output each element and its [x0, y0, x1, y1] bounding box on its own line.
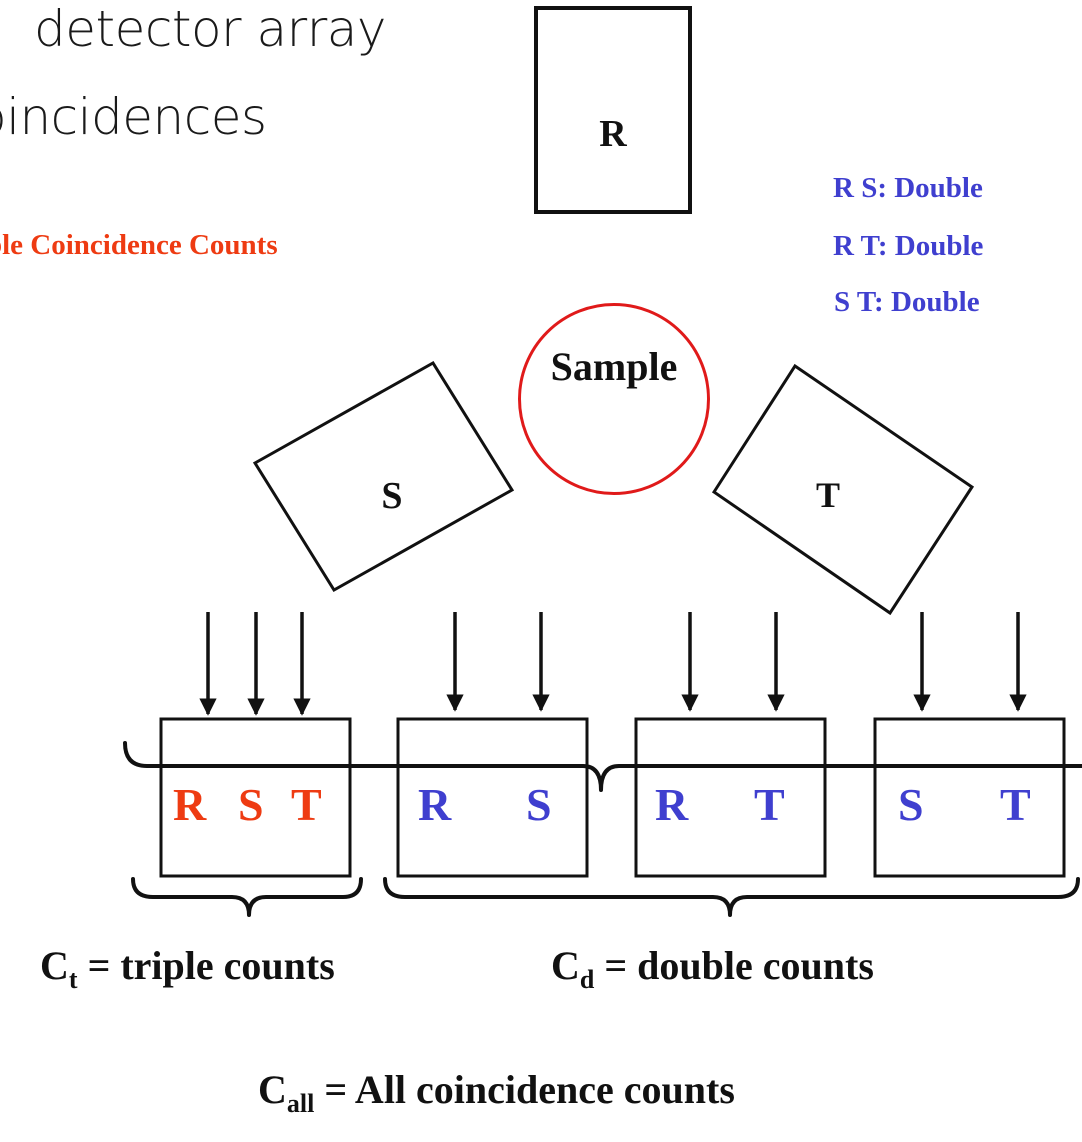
double-legend-rt: R T: Double	[833, 230, 984, 262]
box-rs	[396, 717, 589, 878]
box-rt-label-r: R	[655, 779, 689, 830]
detector-t	[711, 363, 975, 616]
box-rst-label-s: S	[238, 779, 264, 830]
formula-double: Cd = double counts	[551, 943, 874, 994]
triple-coincidence-legend: ble Coincidence Counts	[0, 229, 278, 261]
box-rt	[634, 717, 827, 878]
title-line-2: oincidences	[0, 88, 267, 146]
double-legend-st: S T: Double	[834, 286, 980, 318]
title-line-1: detector array	[34, 0, 386, 58]
box-rt-label-t: T	[754, 779, 785, 830]
formula-triple: Ct = triple counts	[40, 943, 335, 994]
box-st-label-s: S	[898, 779, 924, 830]
brace-triple	[131, 877, 363, 917]
box-rs-label-s: S	[526, 779, 552, 830]
box-rs-label-r: R	[418, 779, 452, 830]
detector-s-label: S	[381, 475, 403, 517]
box-st-label-t: T	[1000, 779, 1031, 830]
sample-label: Sample	[550, 344, 678, 389]
double-legend-rs: R S: Double	[833, 172, 983, 204]
sample-circle	[518, 303, 710, 495]
detector-s	[252, 360, 515, 593]
box-rst-label-r: R	[173, 779, 207, 830]
brace-double	[383, 877, 1080, 917]
box-st	[873, 717, 1066, 878]
brace-all	[123, 741, 1082, 792]
detector-r-label: R	[599, 113, 627, 155]
formula-all: Call = All coincidence counts	[258, 1067, 735, 1118]
detector-r	[534, 6, 692, 214]
box-rst-label-t: T	[291, 779, 322, 830]
detector-t-label: T	[815, 475, 840, 515]
box-rst	[159, 717, 352, 878]
